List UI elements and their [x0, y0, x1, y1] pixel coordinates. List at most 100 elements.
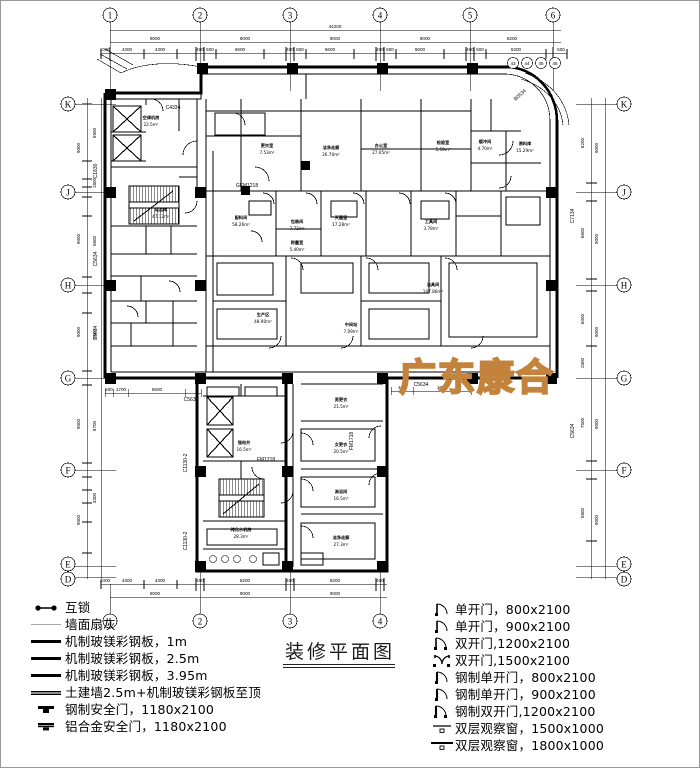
svg-text:58.26m²: 58.26m²	[232, 222, 250, 227]
medium-line-icon	[27, 650, 65, 667]
svg-text:6: 6	[551, 11, 556, 21]
svg-text:4: 4	[378, 617, 383, 627]
legend-label: 墙面扇灰	[65, 617, 116, 632]
svg-text:6600: 6600	[415, 47, 426, 52]
svg-text:400: 400	[286, 47, 294, 52]
svg-text:C1130-2: C1130-2	[183, 531, 189, 550]
svg-text:4: 4	[378, 11, 383, 21]
svg-text:2: 2	[198, 617, 203, 627]
svg-text:1: 1	[108, 11, 113, 21]
svg-text:5900: 5900	[92, 127, 97, 138]
svg-text:7.72m²: 7.72m²	[289, 226, 304, 231]
legend-label: 机制玻镁彩钢板，1m	[65, 634, 188, 649]
legend-label: 机制玻镁彩钢板，3.95m	[65, 668, 208, 683]
svg-text:5.59m²: 5.59m²	[435, 147, 450, 152]
svg-text:成品库: 成品库	[155, 206, 168, 213]
legend-label: 双开门,1200x2100	[455, 636, 571, 652]
svg-text:400: 400	[398, 385, 406, 390]
svg-text:工具间: 工具间	[425, 218, 438, 225]
svg-text:F: F	[621, 466, 626, 476]
svg-text:5600: 5600	[92, 328, 97, 339]
svg-text:强电井: 强电井	[238, 439, 251, 446]
legend-label: 机制玻镁彩钢板，2.5m	[65, 651, 200, 666]
legend-item-masonry-wall: 土建墙2.5m+机制玻镁彩钢板至顶	[27, 684, 261, 701]
legend-item-steel-safety-door: 钢制安全门，1180x2100	[27, 701, 214, 718]
svg-text:G: G	[621, 374, 628, 384]
svg-text:48.90m²: 48.90m²	[254, 319, 272, 324]
svg-text:6600: 6600	[580, 227, 585, 238]
svg-text:C5634: C5634	[93, 325, 99, 340]
svg-text:K: K	[65, 100, 72, 110]
svg-text:400: 400	[466, 47, 474, 52]
legend-item-steel-double-door-1200: 钢制双开门,1200x2100	[429, 703, 596, 720]
svg-text:3: 3	[288, 617, 293, 627]
observation-window-icon	[429, 720, 455, 737]
svg-text:400: 400	[196, 47, 204, 52]
svg-text:44: 44	[524, 61, 530, 66]
svg-text:6600: 6600	[235, 47, 246, 52]
svg-text:9000: 9000	[150, 36, 161, 41]
svg-text:27.05m²: 27.05m²	[372, 150, 390, 155]
svg-text:J: J	[622, 188, 626, 198]
legend-item-aluminum-safety-door: 铝合金安全门，1180x2100	[27, 718, 227, 735]
single-door-arc-icon	[429, 601, 455, 618]
svg-text:J: J	[66, 188, 70, 198]
svg-text:检验室: 检验室	[437, 139, 450, 146]
svg-text:E: E	[65, 560, 71, 570]
svg-text:4300: 4300	[122, 47, 133, 52]
svg-text:44200: 44200	[329, 24, 342, 29]
svg-text:600: 600	[296, 47, 304, 52]
svg-text:6000: 6000	[580, 313, 585, 324]
svg-text:办公室: 办公室	[375, 142, 388, 149]
svg-text:600: 600	[386, 47, 394, 52]
single-door-arc-icon	[429, 618, 455, 635]
svg-text:400: 400	[196, 578, 204, 583]
svg-text:9000: 9000	[76, 514, 81, 525]
svg-text:3.78m²: 3.78m²	[423, 226, 438, 231]
legend-label: 双开门,1500x2100	[455, 653, 571, 669]
svg-text:B0534: B0534	[513, 88, 528, 102]
legend-item-steel-single-door-800: 钢制单开门，800x2100	[429, 669, 596, 686]
svg-text:600: 600	[476, 47, 484, 52]
svg-text:15.29m²: 15.29m²	[516, 148, 534, 153]
svg-text:G: G	[65, 374, 72, 384]
svg-text:K: K	[621, 100, 628, 110]
svg-text:28.3m²: 28.3m²	[233, 534, 248, 539]
legend-label: 钢制安全门，1180x2100	[65, 702, 215, 717]
svg-text:17.28m²: 17.28m²	[332, 222, 350, 227]
svg-text:C4334: C4334	[166, 105, 181, 111]
svg-text:9000: 9000	[594, 418, 599, 429]
legend-label: 土建墙2.5m+机制玻镁彩钢板至顶	[65, 685, 261, 700]
svg-text:16.5m²: 16.5m²	[333, 496, 348, 501]
legend-label: 钢制单开门，800x2100	[455, 670, 596, 686]
svg-text:4300: 4300	[122, 578, 133, 583]
svg-text:D: D	[65, 575, 72, 585]
svg-text:1000: 1000	[100, 578, 111, 583]
svg-text:45: 45	[538, 61, 544, 66]
legend-item-steel-single-door-900: 钢制单开门，900x2100	[429, 686, 596, 703]
masonry-wall-icon	[27, 684, 65, 701]
svg-text:400: 400	[376, 578, 384, 583]
svg-text:GFM1218: GFM1218	[236, 183, 258, 189]
legend-label: 双层观察窗，1800x1000	[455, 738, 605, 754]
svg-text:生产区: 生产区	[257, 311, 270, 318]
svg-text:1000: 1000	[100, 47, 111, 52]
svg-text:FM1218: FM1218	[257, 457, 276, 463]
svg-text:26.70m²: 26.70m²	[322, 152, 340, 157]
svg-text:1700: 1700	[116, 387, 127, 392]
title-underline	[283, 664, 395, 668]
svg-text:107.86m²: 107.86m²	[423, 289, 444, 294]
svg-text:包装间: 包装间	[291, 218, 304, 225]
svg-text:F: F	[65, 466, 70, 476]
steel-double-door-arc-icon	[429, 703, 455, 720]
svg-text:9000: 9000	[330, 591, 341, 596]
svg-text:H: H	[621, 281, 628, 291]
svg-text:称量室: 称量室	[291, 239, 304, 246]
svg-text:500: 500	[105, 387, 113, 392]
legend-item-plaster: 墙面扇灰	[27, 616, 116, 633]
svg-text:4.70m²: 4.70m²	[477, 146, 492, 151]
svg-text:16.5m²: 16.5m²	[236, 447, 251, 452]
svg-text:400: 400	[286, 578, 294, 583]
svg-text:原料库: 原料库	[519, 140, 532, 147]
